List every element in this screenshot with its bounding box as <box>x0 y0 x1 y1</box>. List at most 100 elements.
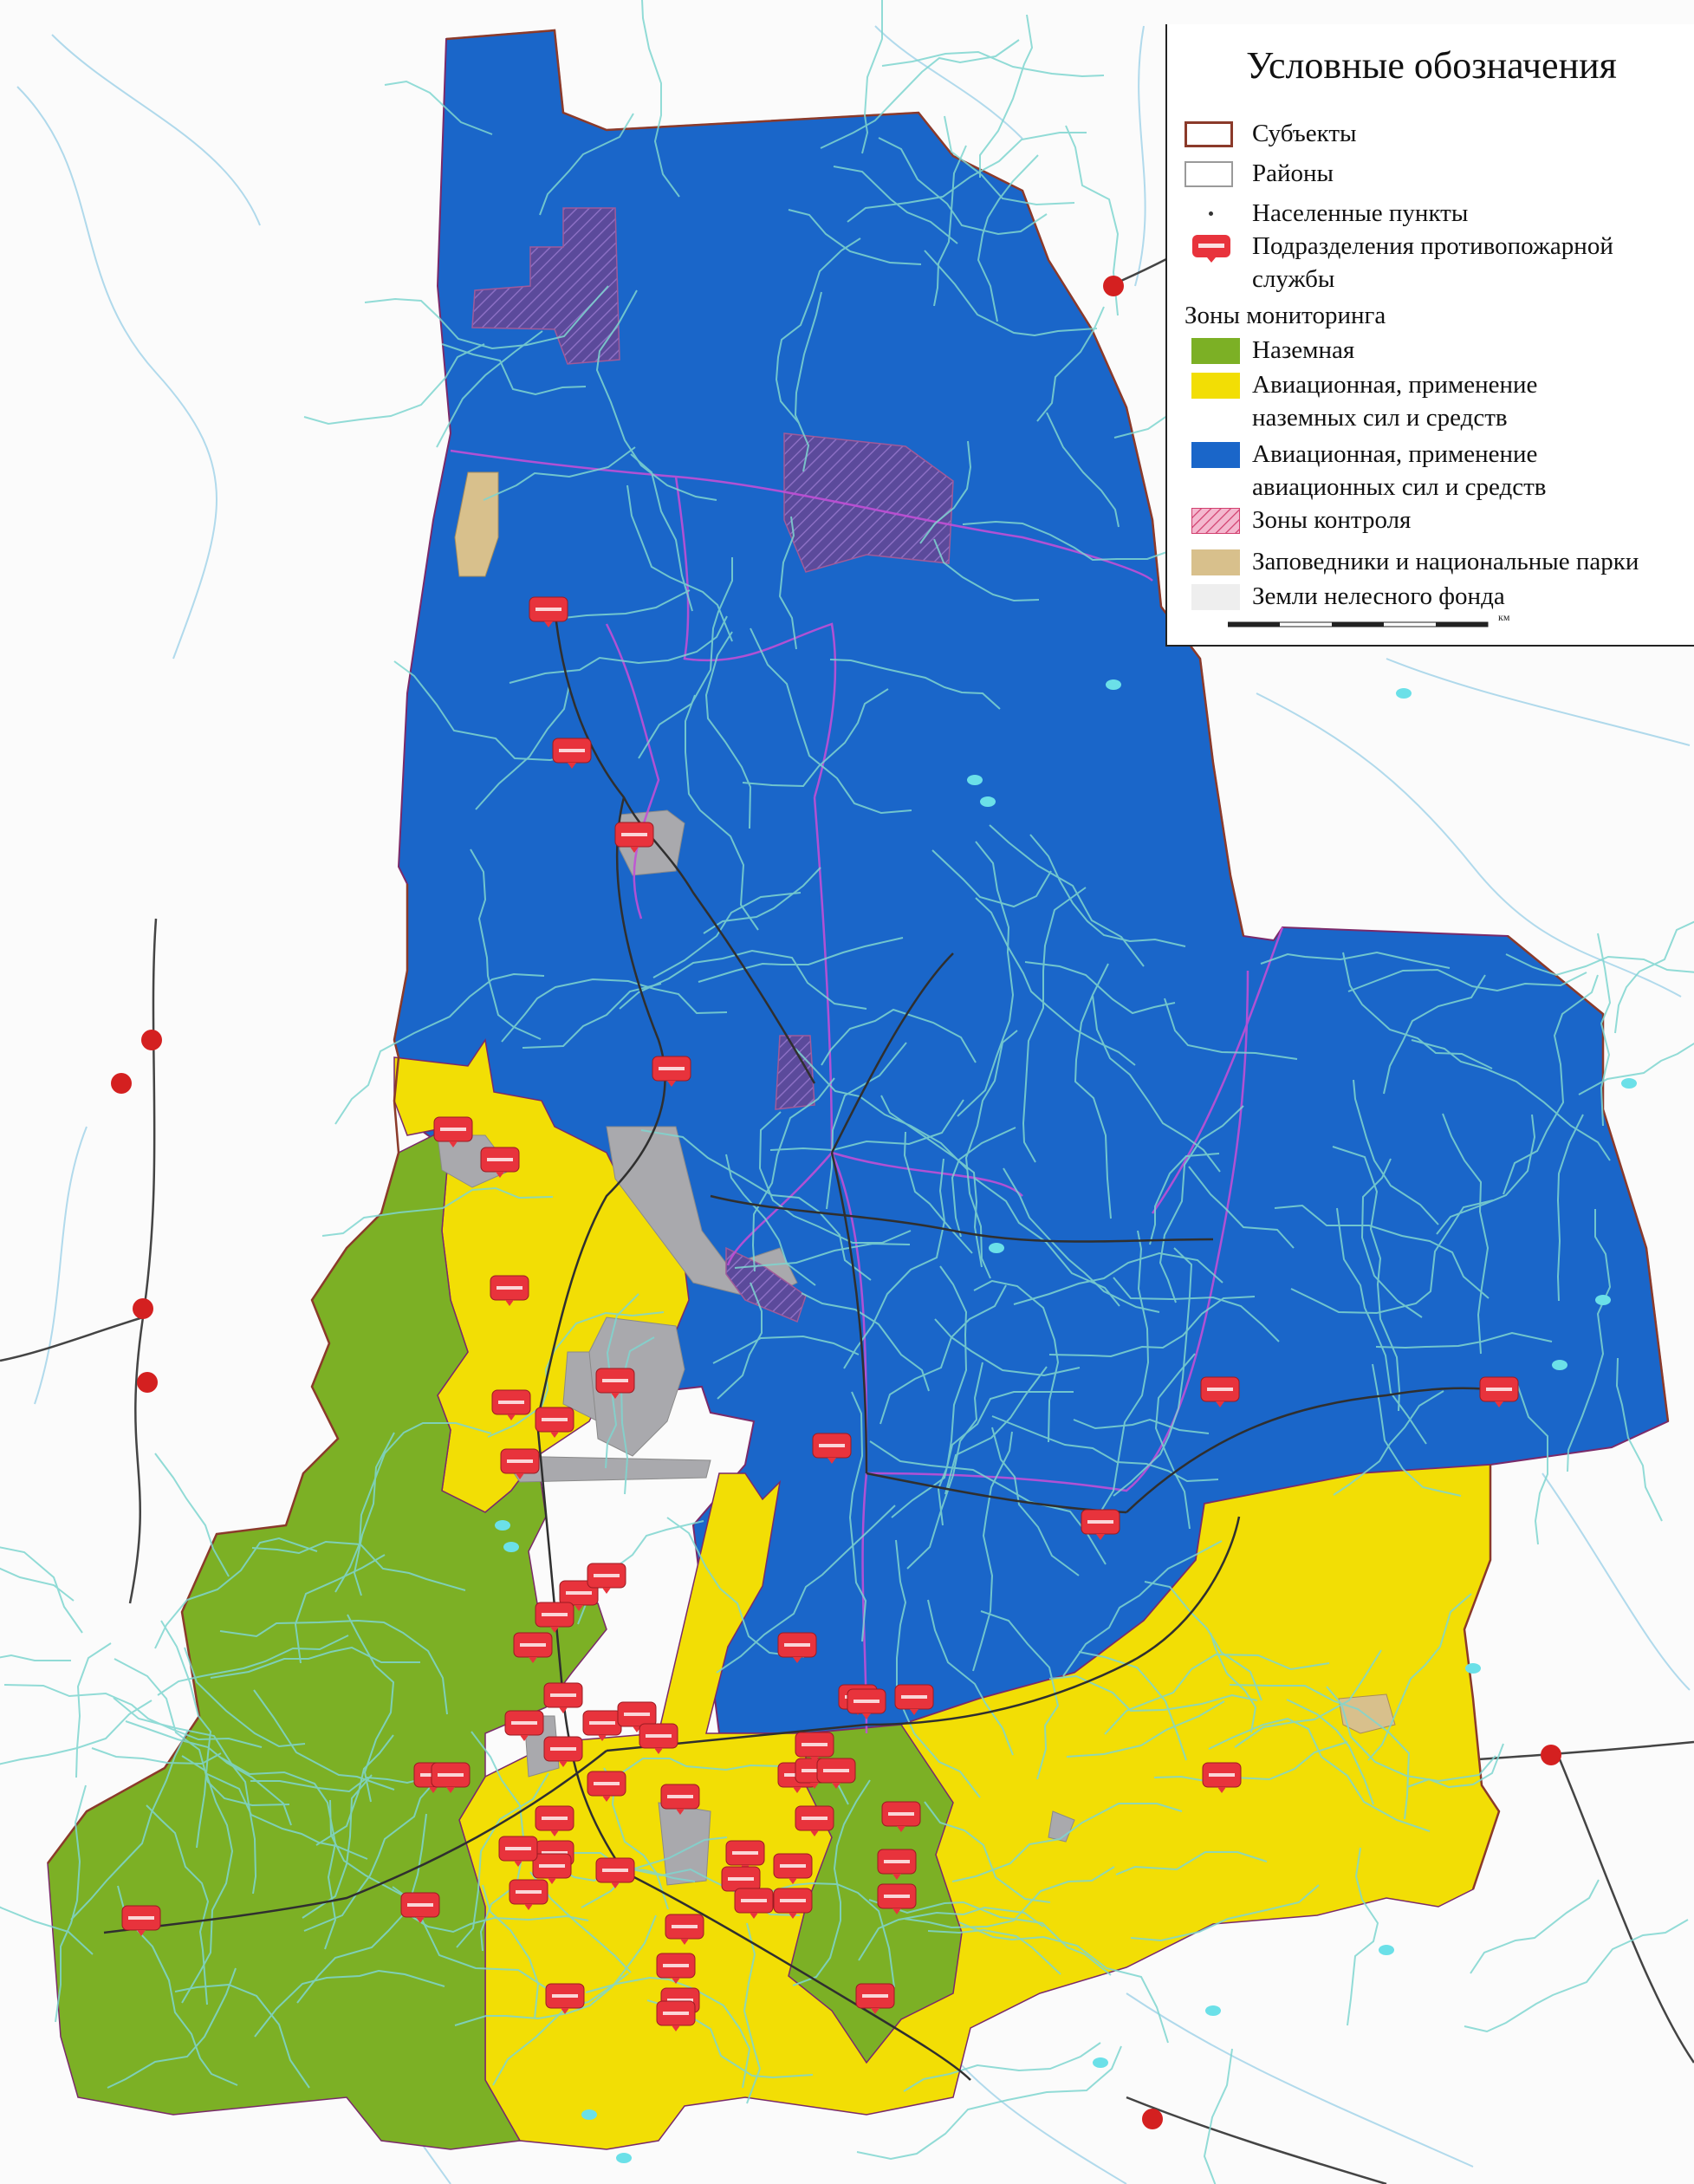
fire-station-marker <box>535 1805 574 1836</box>
settlement-marker <box>1103 276 1124 296</box>
fire-station-marker <box>529 596 568 627</box>
river <box>254 1969 445 2038</box>
river <box>725 1154 816 1286</box>
fire-station-marker <box>795 1805 834 1836</box>
lake <box>1205 2005 1221 2016</box>
river <box>204 1772 368 1860</box>
river <box>1159 1105 1244 1303</box>
river <box>0 1567 75 1602</box>
settlement-marker <box>1541 1745 1561 1765</box>
river <box>743 1922 762 2104</box>
lake <box>967 775 983 785</box>
river <box>1113 1277 1280 1342</box>
river <box>296 1813 427 2004</box>
river <box>829 659 1001 710</box>
fire-station-marker <box>1200 1376 1240 1407</box>
river <box>964 1030 1018 1279</box>
river <box>924 250 1098 337</box>
river <box>833 166 958 244</box>
fire-station-marker <box>491 1389 531 1420</box>
fire-station-marker <box>545 1983 585 2014</box>
river <box>626 484 733 642</box>
river <box>539 113 634 216</box>
control-zones <box>471 207 954 1323</box>
lake <box>989 1243 1004 1253</box>
legend-zone-ground: Наземная <box>1185 333 1694 369</box>
legend-zones-heading: Зоны мониторинга <box>1185 302 1386 329</box>
river <box>1210 1632 1257 1733</box>
river <box>157 1635 349 1696</box>
fire-station-marker <box>559 1580 599 1611</box>
river <box>1115 1851 1268 1875</box>
river <box>1153 1741 1348 1783</box>
river <box>3 1684 263 1748</box>
river <box>384 80 493 135</box>
fire-station-marker <box>652 1056 691 1087</box>
river <box>957 841 1015 1117</box>
river <box>666 1517 805 1658</box>
river <box>1113 1247 1193 1497</box>
river <box>742 688 889 788</box>
river <box>522 983 662 1049</box>
river <box>114 1658 290 1807</box>
river <box>581 1836 728 1908</box>
reserve-swatch <box>1191 549 1240 575</box>
river <box>904 1866 1115 1929</box>
river <box>977 154 1039 322</box>
river <box>1436 1114 1536 1235</box>
fire-station-marker <box>665 1914 704 1945</box>
region-borders <box>47 29 1670 1890</box>
river <box>927 1928 1061 1975</box>
control-zone-swatch <box>1191 508 1240 534</box>
river <box>1203 2048 1233 2184</box>
river <box>0 1700 153 1765</box>
lake <box>1106 679 1121 690</box>
fire-station-markers <box>121 596 1519 2031</box>
river <box>1464 1919 1689 2033</box>
river <box>1130 1884 1320 1942</box>
major-settlements <box>111 276 1561 2129</box>
river <box>1614 920 1694 1034</box>
river <box>919 440 972 544</box>
fire-station-marker <box>881 1801 921 1832</box>
river <box>856 2045 1122 2161</box>
river <box>1353 1079 1439 1225</box>
river <box>174 1983 310 2089</box>
river <box>1229 1684 1411 1820</box>
legend-zone-reserves: Заповедники и национальные парки <box>1185 544 1694 581</box>
river <box>125 1720 292 1826</box>
settlement-marker <box>133 1298 153 1319</box>
river <box>436 330 543 448</box>
river <box>501 978 728 1043</box>
legend-zone-aviation-ground: Авиационная, применение наземных сил и с… <box>1185 367 1694 437</box>
river <box>933 538 1040 602</box>
fire-station-marker <box>812 1433 852 1464</box>
river <box>641 0 680 198</box>
river <box>1326 1686 1496 1783</box>
fire-station-marker <box>656 2000 696 2031</box>
legend-title: Условные обозначения <box>1246 44 1617 87</box>
river <box>303 1768 447 1932</box>
river <box>620 1336 655 1495</box>
river <box>483 446 636 501</box>
river <box>1360 1158 1423 1318</box>
river <box>456 1772 549 1948</box>
fire-station-marker <box>532 1853 572 1884</box>
river <box>933 145 967 307</box>
river <box>1208 1717 1431 1832</box>
fire-station-marker <box>509 1879 548 1910</box>
river <box>906 1362 983 1570</box>
river <box>944 1366 1048 1495</box>
river <box>931 849 1052 908</box>
legend-zone-nonforest: Земли нелесного фонда <box>1185 579 1694 615</box>
river <box>475 685 570 810</box>
river <box>991 1415 1219 1483</box>
river <box>788 209 922 265</box>
river <box>595 289 717 501</box>
river <box>75 1642 112 1778</box>
aviation-aviation-zone-swatch <box>1191 442 1240 468</box>
fire-station-marker <box>660 1784 700 1815</box>
river <box>1104 1653 1330 1735</box>
fire-station-marker <box>894 1684 934 1715</box>
lake <box>503 1542 519 1552</box>
